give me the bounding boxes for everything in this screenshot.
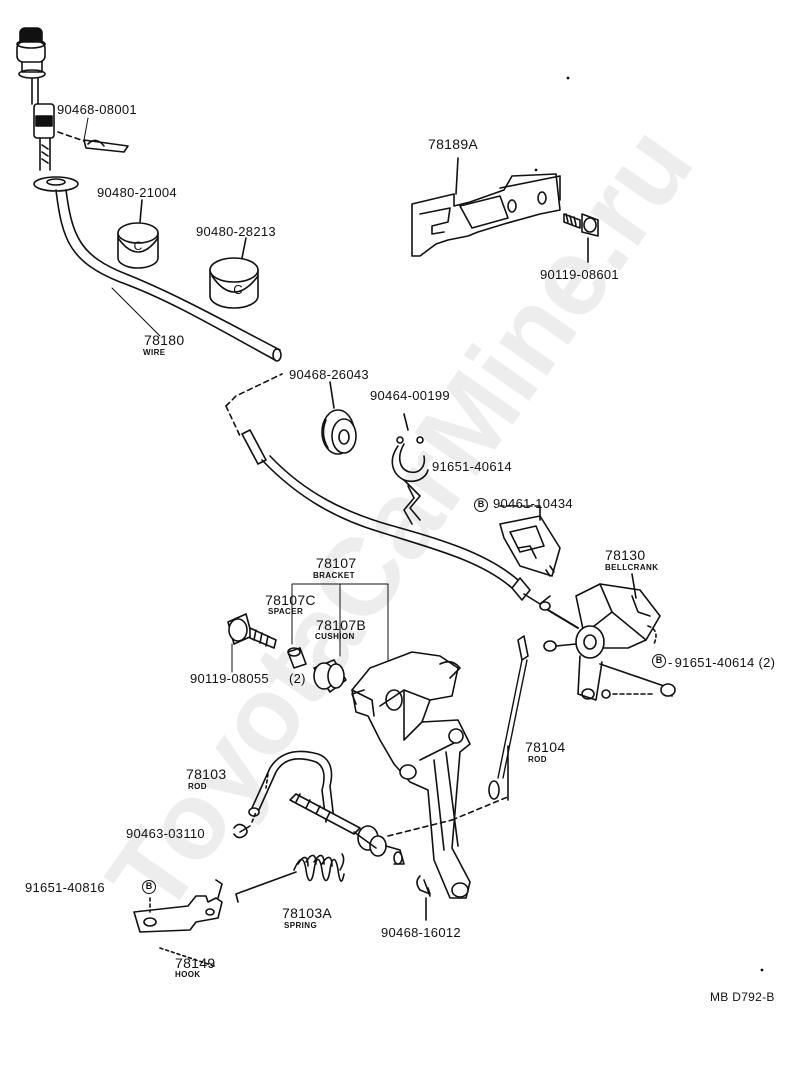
badge-letter: B [477,499,485,509]
label-78103A-desc: SPRING [284,921,318,930]
cushion-78107B [313,659,347,693]
bolt-badge-1: B [474,498,488,512]
hook-78149 [133,879,223,967]
label-78189A: 78189A [428,136,479,152]
wire-78180-sleeve [55,189,282,362]
rod-78103 [248,750,335,823]
label-78107B: 78107B [316,617,367,633]
badge-letter: B [145,881,153,891]
leader-line [139,199,143,223]
label-90464-00199: 90464-00199 [370,388,450,403]
leader-bracket [291,583,389,661]
svg-text:C: C [233,282,242,297]
bellcrank-78130 [543,573,676,701]
label-90468-26043: 90468-26043 [289,367,369,382]
grommet-90480-28213: C [209,257,259,309]
clip-90468-08001 [57,131,129,153]
label-78149: 78149 [175,955,216,971]
cable-knob-assembly [16,27,79,192]
label-90463-03110: 90463-03110 [126,826,205,841]
label-qty-2: (2) [289,671,306,686]
lever-shaft [289,793,511,865]
label-78104: 78104 [525,739,566,755]
label-78107B-desc: CUSHION [315,632,355,641]
label-78103-desc: ROD [188,782,207,791]
bolt-90119-08055 [227,613,277,649]
clip-90463-03110 [233,811,257,839]
label-90468-16012: 90468-16012 [381,925,461,940]
leader-line [241,237,247,259]
label-90468-08001: 90468-08001 [57,102,137,117]
label-91651-40614: 91651-40614 [432,459,512,474]
spring-78103A [235,853,345,903]
badge-letter: B [655,655,663,665]
bracket-78189A [411,157,561,257]
pin-90468-16012 [416,875,431,921]
spacer-78107C [287,647,307,669]
label-78149-desc: HOOK [175,970,201,979]
label-90480-21004: 90480-21004 [97,185,177,200]
label-78107C-desc: SPACER [268,607,304,616]
label-78107-desc: BRACKET [313,571,355,580]
label-78180-desc: WIRE [143,348,166,357]
clip-90461-10434 [499,505,561,577]
bracket-78107 [351,651,471,899]
label-90480-28213: 90480-28213 [196,224,276,239]
label-78130: 78130 [605,547,646,563]
label-78107C: 78107C [265,592,316,608]
leader-line [111,287,161,337]
cable-lower [225,373,579,629]
label-78130-desc: BELLCRANK [605,563,659,572]
grommet-90480-21004: C [117,222,159,269]
rod-78104 [488,635,529,801]
label-78180: 78180 [144,332,185,348]
bolt-90119-08601 [563,213,599,263]
label-78103: 78103 [186,766,227,782]
label-91651-40614-2: -91651-40614 (2) [668,655,776,670]
diagram-code: MB D792-B [710,990,775,1004]
label-78107: 78107 [316,555,357,571]
label-90119-08601: 90119-08601 [540,267,619,282]
label-90461-10434: 90461-10434 [493,496,573,511]
label-90119-08055: 90119-08055 [190,671,269,686]
label-91651-40614-2-text: 91651-40614 (2) [674,655,776,670]
bolt-badge-2: B [652,654,666,668]
leader-line [83,117,89,141]
label-78103A: 78103A [282,905,333,921]
grommet-90468-26043 [321,381,357,455]
svg-text:C: C [134,239,143,253]
clamp-90464-00199 [391,413,429,525]
bolt-badge-3: B [142,880,156,894]
label-91651-40816: 91651-40816 [25,880,105,895]
label-78104-desc: ROD [528,755,547,764]
